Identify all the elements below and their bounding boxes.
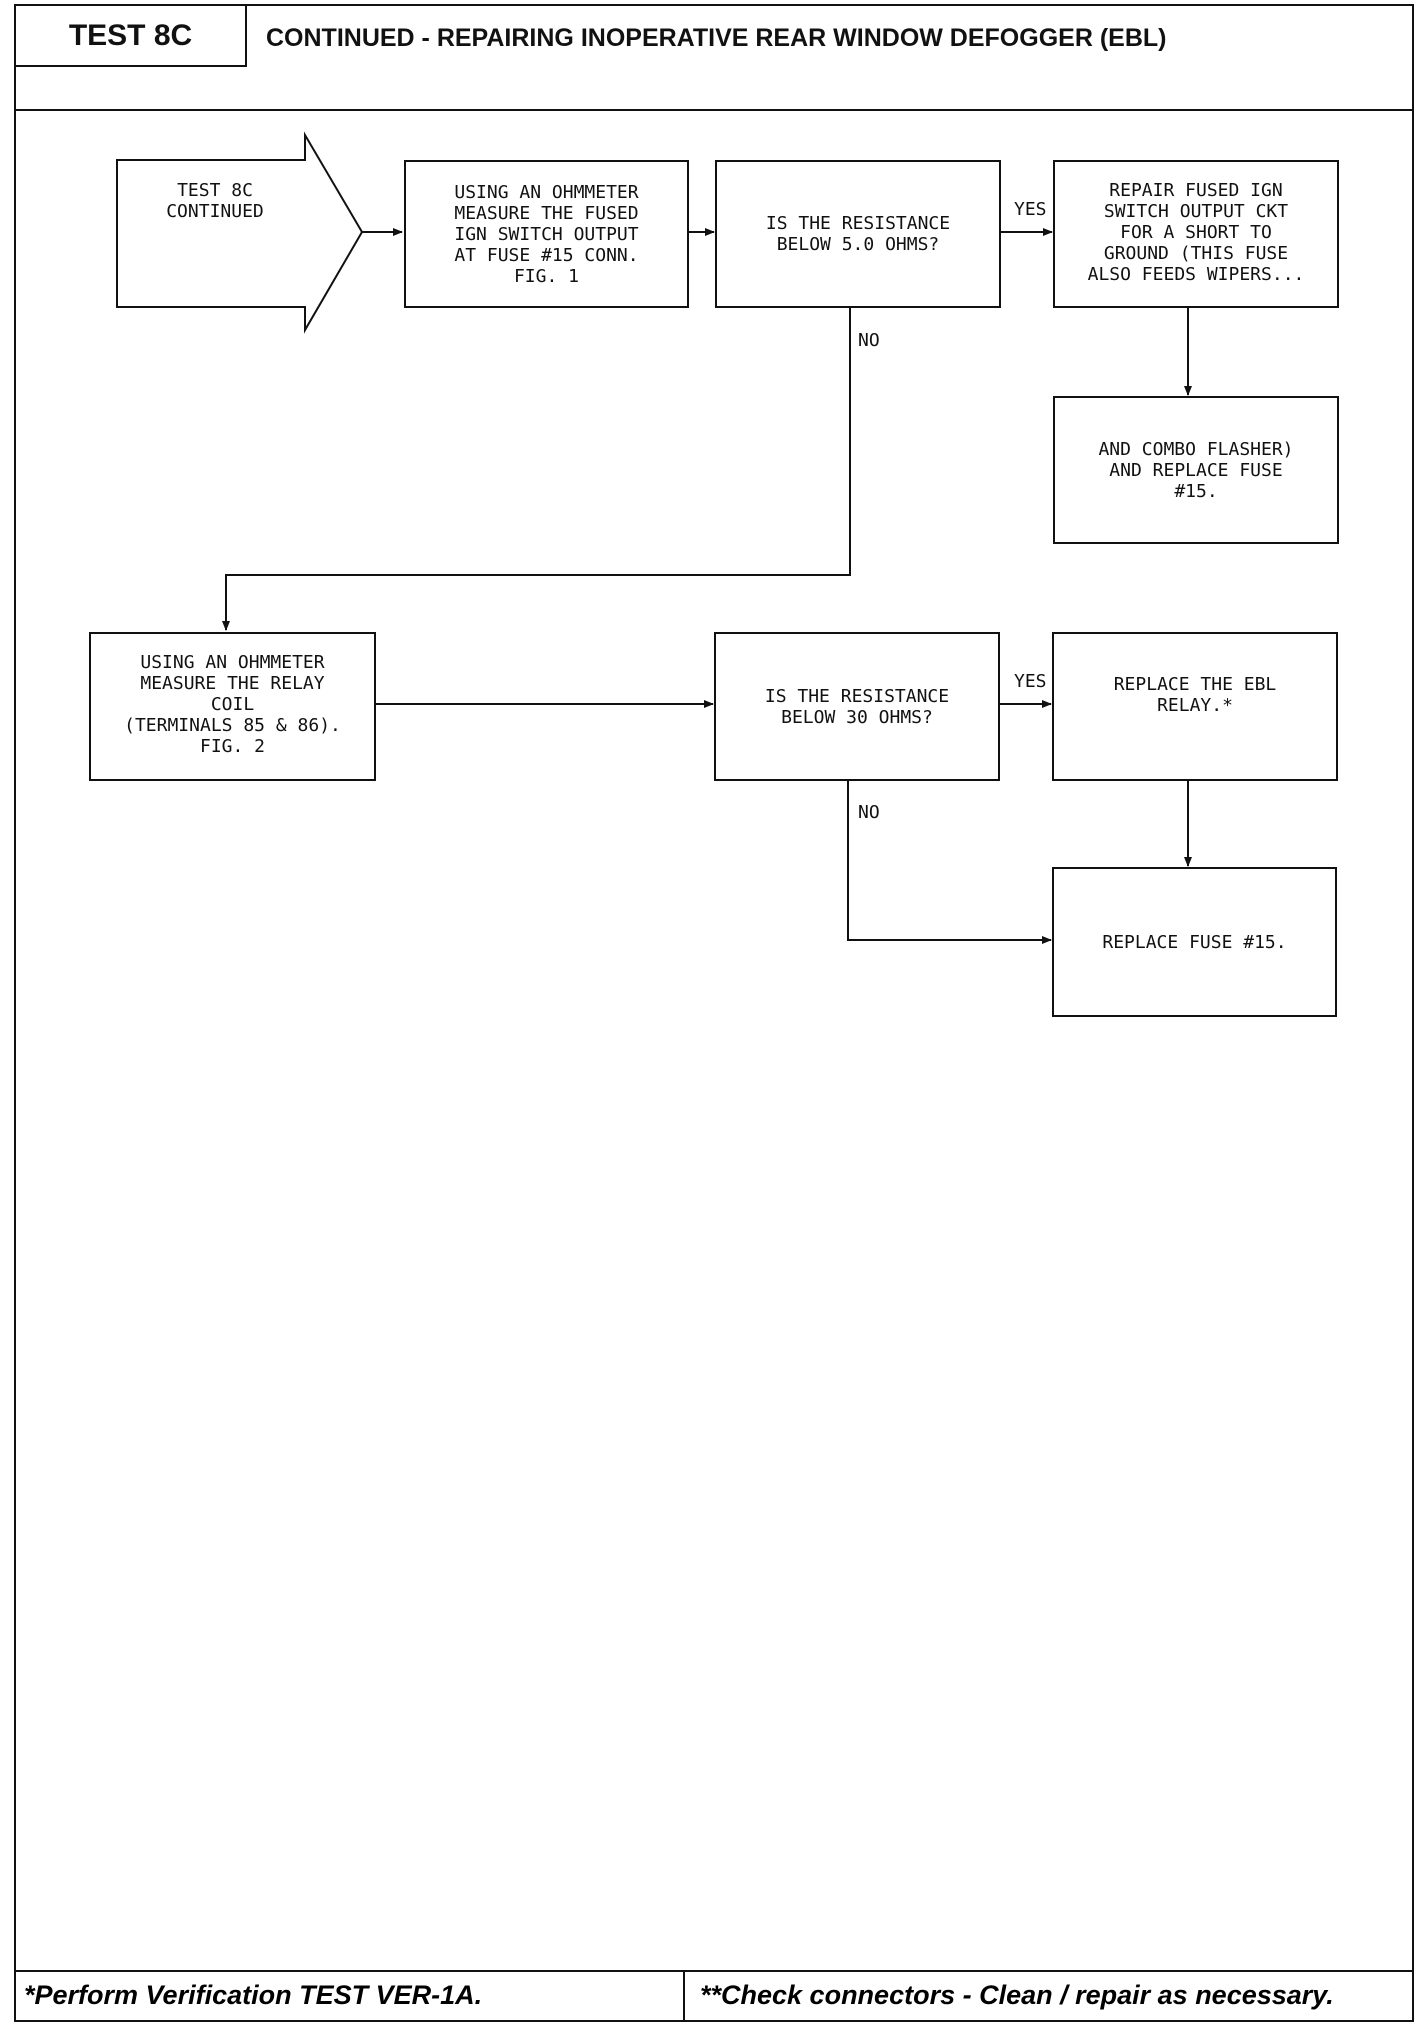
start-label: TEST 8C CONTINUED <box>166 180 264 222</box>
document-page: TEST 8C CONTINUED - REPAIRING INOPERATIV… <box>14 4 1414 2022</box>
yes-label-2: YES <box>1014 671 1047 692</box>
no-label-1: NO <box>858 330 880 351</box>
test-label: TEST 8C <box>16 6 247 67</box>
decision-below-5-ohms: IS THE RESISTANCE BELOW 5.0 OHMS? <box>715 160 1001 308</box>
measure-fuse-box: USING AN OHMMETER MEASURE THE FUSED IGN … <box>404 160 689 308</box>
replace-relay-box: REPLACE THE EBL RELAY.* <box>1052 632 1338 781</box>
footer-divider <box>683 1972 685 2020</box>
connector-decision30-no <box>847 780 1052 944</box>
header: TEST 8C CONTINUED - REPAIRING INOPERATIV… <box>16 6 1412 111</box>
combo-flasher-box: AND COMBO FLASHER) AND REPLACE FUSE #15. <box>1053 396 1339 544</box>
page-title: CONTINUED - REPAIRING INOPERATIVE REAR W… <box>266 24 1167 52</box>
decision-below-30-ohms: IS THE RESISTANCE BELOW 30 OHMS? <box>714 632 1000 781</box>
yes-label-1: YES <box>1014 199 1047 220</box>
measure-relay-box: USING AN OHMMETER MEASURE THE RELAY COIL… <box>89 632 376 781</box>
repair-ckt-box: REPAIR FUSED IGN SWITCH OUTPUT CKT FOR A… <box>1053 160 1339 308</box>
footer-note-verification: *Perform Verification TEST VER-1A. <box>24 1980 483 2010</box>
footer: *Perform Verification TEST VER-1A. **Che… <box>16 1970 1412 2020</box>
no-label-2: NO <box>858 802 880 823</box>
start-arrow-shape <box>116 131 364 334</box>
footer-note-connectors: **Check connectors - Clean / repair as n… <box>700 1980 1334 2010</box>
replace-fuse-box: REPLACE FUSE #15. <box>1052 867 1337 1017</box>
connector-decision5-no <box>222 307 851 631</box>
